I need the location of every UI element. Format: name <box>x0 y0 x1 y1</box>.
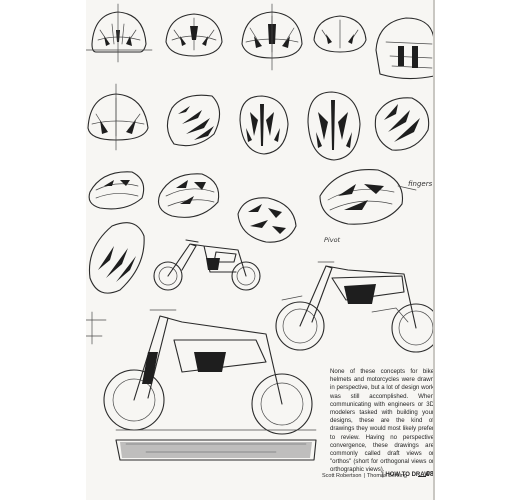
sketch-illustrations <box>86 3 434 461</box>
helmet-side-view-5 <box>319 168 417 225</box>
footer-author-1: Scott Robertson <box>322 473 362 479</box>
footer-authors: Scott Robertson|Thomas Bertling <box>322 473 407 479</box>
helmet-side-view-1 <box>375 17 434 80</box>
caption-paragraph: None of these concepts for bike helmets … <box>330 368 434 474</box>
footer-book-title: | HOW TO DRAW <box>382 472 430 478</box>
annotation-pivot: Pivot <box>324 236 341 244</box>
footer-separator-2: | <box>382 472 384 478</box>
helmet-top-view-1 <box>166 94 221 147</box>
helmet-front-view-1 <box>86 3 153 63</box>
footer-rule <box>418 476 426 478</box>
small-dirt-bike-sketch <box>153 239 261 291</box>
helmet-front-view-4 <box>313 15 367 53</box>
footer-book-title-text: HOW TO DRAW <box>385 472 430 478</box>
helmet-top-view-3 <box>307 91 361 161</box>
annotation-fingers: fingers <box>408 180 433 188</box>
helmet-front-view-3 <box>241 3 303 71</box>
footer-separator: | <box>363 473 365 479</box>
dirt-bike-side-view-right <box>275 261 434 353</box>
book-page: fingers Pivot None of these concepts for… <box>86 0 434 500</box>
helmet-top-view-4 <box>374 97 430 151</box>
helmet-side-view-2 <box>88 171 145 210</box>
helmet-side-view-3 <box>157 173 220 218</box>
footer-author-2: Thomas Bertling <box>366 473 407 479</box>
helmet-front-view-2 <box>165 13 223 57</box>
helmet-front-view-5 <box>87 83 149 151</box>
dirt-bike-side-view-left <box>86 309 317 461</box>
page-edge <box>433 0 435 500</box>
helmet-side-view-4 <box>237 197 297 243</box>
page-number: 08 <box>426 471 434 478</box>
helmet-top-view-2 <box>239 95 289 155</box>
helmet-top-view-5 <box>88 222 145 294</box>
page-footer: Scott Robertson|Thomas Bertling | HOW TO… <box>86 470 434 482</box>
